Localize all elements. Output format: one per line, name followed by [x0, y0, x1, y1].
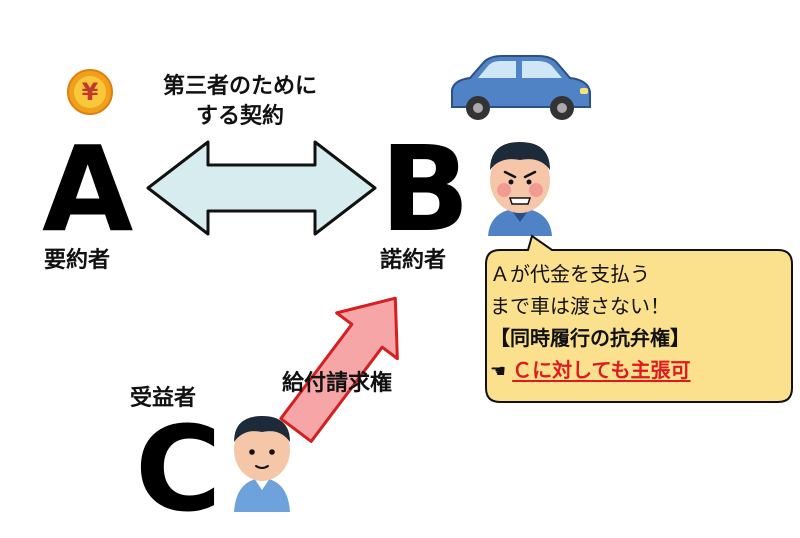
party-a-role: 要約者	[44, 248, 111, 273]
contract-label-line2: する契約	[195, 104, 284, 129]
speech-line-4-wrap: ☚Ｃに対しても主張可	[490, 354, 790, 388]
pointing-hand-icon: ☚	[490, 361, 507, 382]
person-icon	[234, 416, 290, 512]
contract-label: 第三者のために する契約	[150, 72, 330, 132]
speech-line-2: まで車は渡さない！	[490, 294, 670, 318]
claim-label: 給付請求権	[282, 371, 393, 396]
party-b-role: 諾約者	[380, 248, 447, 273]
car-icon	[451, 55, 591, 120]
contract-double-arrow	[146, 140, 377, 236]
party-c-role: 受益者	[130, 386, 197, 411]
yen-coin-icon	[67, 69, 113, 115]
speech-bubble-text: Ａが代金を支払う まで車は渡さない！ 【同時履行の抗弁権】 ☚Ｃに対しても主張可	[490, 258, 790, 388]
party-c-letter: C	[135, 400, 222, 538]
yen-symbol: ¥	[81, 78, 99, 106]
party-b-letter: B	[380, 120, 470, 258]
party-a-letter: A	[42, 120, 134, 258]
speech-line-1: Ａが代金を支払う	[490, 262, 650, 286]
speech-line-3: 【同時履行の抗弁権】	[490, 326, 690, 350]
speech-line-4: Ｃに対しても主張可	[512, 358, 691, 382]
claim-arrow	[279, 296, 399, 443]
contract-label-line1: 第三者のために	[162, 74, 317, 99]
angry-person-icon	[488, 142, 552, 236]
speech-bubble	[485, 234, 793, 403]
